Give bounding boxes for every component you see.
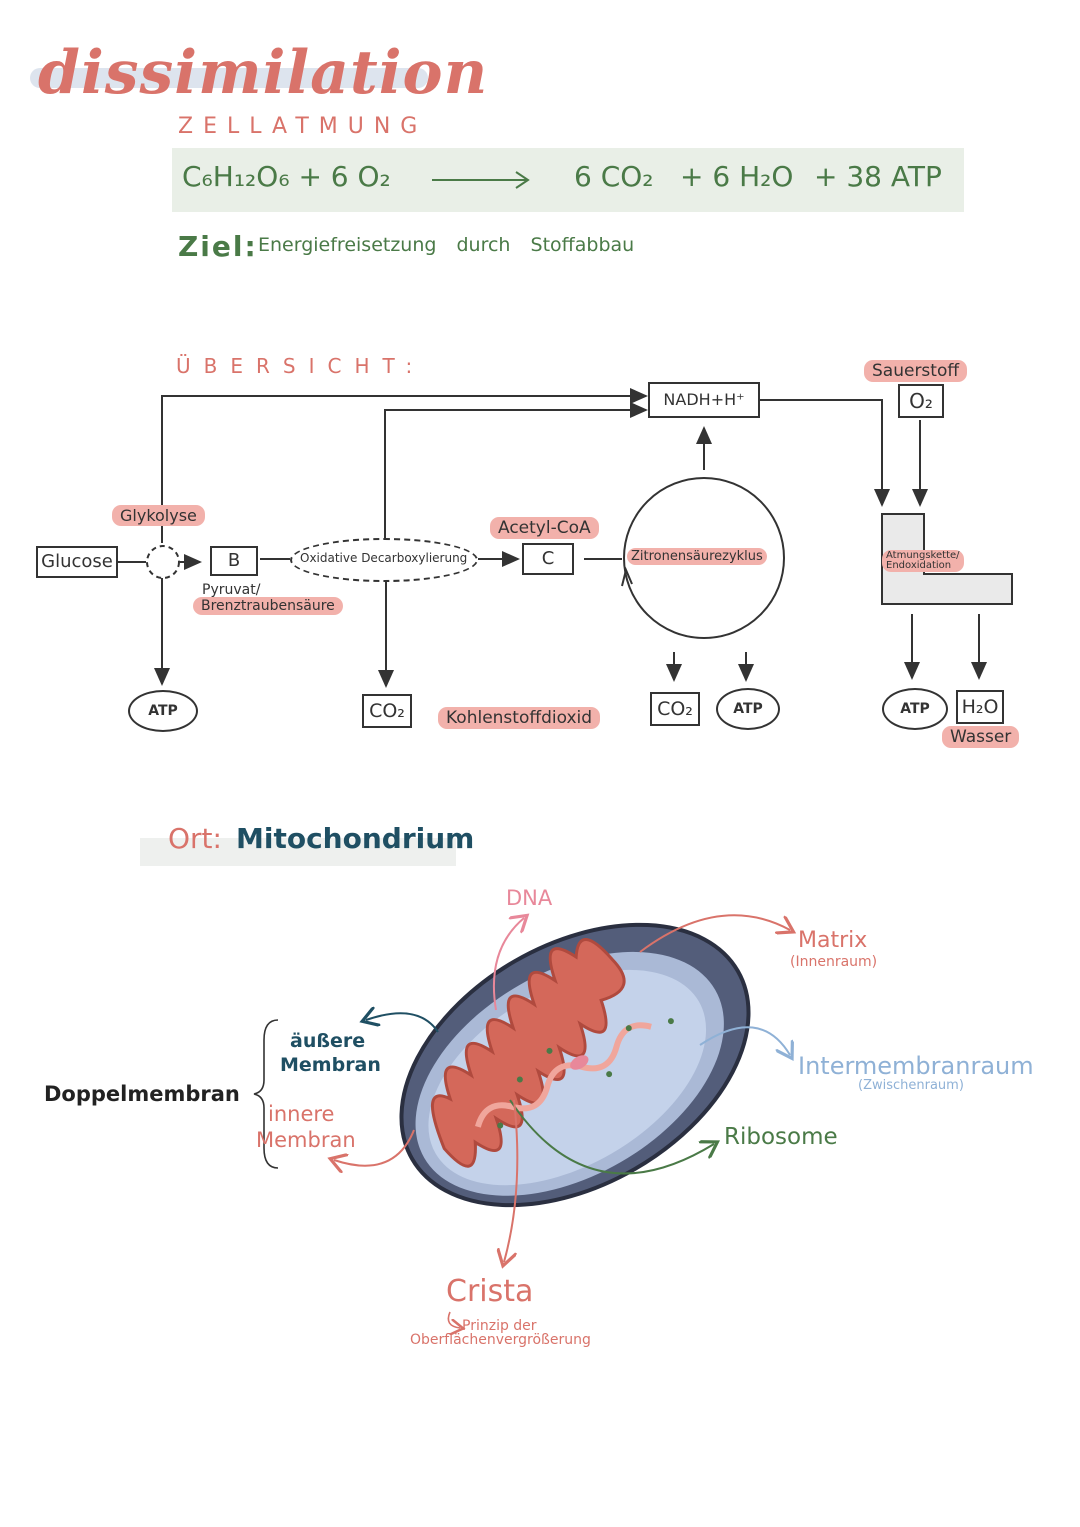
equation-arrow-icon	[432, 171, 530, 189]
outer-membrane	[399, 922, 751, 1208]
oxidative-ellipse	[290, 538, 478, 582]
label-wasser: Wasser	[942, 726, 1020, 748]
title-highlight	[30, 68, 428, 88]
equation-left: C₆H₁₂O₆ + 6 O₂	[182, 160, 391, 193]
goal-text: Energiefreisetzung durch Stoffabbau	[258, 234, 635, 256]
box-nadh: NADH+H⁺	[648, 382, 760, 418]
label-glykolyse: Glykolyse	[112, 505, 205, 526]
label-intermembranraum: Intermembranraum	[798, 1052, 1034, 1080]
box-h2o: H₂O	[956, 690, 1004, 724]
equation-h2o: + 6 H₂O	[680, 160, 794, 193]
pathway-connectors	[118, 388, 1013, 688]
label-sauerstoff: Sauerstoff	[864, 360, 968, 382]
ort-highlight	[140, 838, 456, 866]
label-intermembran-sub: (Zwischenraum)	[858, 1078, 964, 1093]
label-crista: Crista	[446, 1274, 534, 1309]
goal-label: Ziel:	[178, 230, 258, 263]
overview-heading: ÜBERSICHT:	[176, 354, 426, 378]
box-co2-2: CO₂	[650, 692, 700, 726]
zitronensaeure-cycle	[623, 477, 785, 639]
label-dna: DNA	[506, 886, 553, 910]
mitochondrion-illustration	[253, 860, 1080, 1380]
box-b: B	[210, 546, 258, 576]
box-glucose: Glucose	[36, 546, 118, 578]
label-pyruvat: Pyruvat/	[202, 582, 261, 598]
label-brenztraubensaeure: Brenztraubensäure	[193, 597, 343, 615]
label-ribosome: Ribosome	[724, 1124, 838, 1150]
label-doppelmembran: Doppelmembran	[44, 1082, 240, 1106]
label-atmungskette: Atmungskette/ Endoxidation	[882, 550, 964, 572]
ellipse-atp-1: ATP	[128, 690, 198, 732]
label-endoxidation-text: Endoxidation	[886, 560, 952, 571]
ort-label: Ort:	[168, 822, 222, 855]
label-membran-innen: Membran	[256, 1128, 356, 1152]
label-oxidative: Oxidative Decarboxylierung	[300, 551, 468, 565]
label-atmungskette-text: Atmungskette/	[886, 550, 960, 561]
ellipse-atp-3: ATP	[882, 688, 948, 730]
label-prinzip: Prinzip der	[462, 1318, 537, 1334]
ellipse-atp-2: ATP	[716, 688, 780, 730]
label-acetyl-coa: Acetyl-CoA	[490, 517, 599, 539]
equation-co2: 6 CO₂	[574, 160, 654, 193]
doppelmembran-brace	[253, 1019, 279, 1169]
label-oberflaeche: Oberflächenvergrößerung	[410, 1332, 591, 1348]
glykolyse-node	[146, 545, 180, 579]
label-matrix-sub: (Innenraum)	[790, 954, 878, 970]
label-zitronensaeurezyklus: Zitronensäurezyklus	[627, 548, 767, 565]
label-innere: innere	[268, 1102, 335, 1126]
box-o2: O₂	[898, 384, 944, 418]
ort-value: Mitochondrium	[236, 822, 475, 855]
label-matrix: Matrix	[798, 928, 868, 953]
atmungskette-shape	[881, 513, 1013, 605]
label-kohlenstoffdioxid: Kohlenstoffdioxid	[438, 707, 601, 729]
page-title: dissimilation	[38, 38, 489, 108]
label-aeussere: äußere	[290, 1030, 366, 1052]
label-membran-aussen: Membran	[280, 1054, 381, 1076]
equation-box	[172, 148, 964, 212]
equation-atp: + 38 ATP	[814, 160, 942, 193]
subtitle: ZELLATMUNG	[178, 114, 428, 139]
box-c: C	[522, 543, 574, 575]
box-co2-1: CO₂	[362, 694, 412, 728]
